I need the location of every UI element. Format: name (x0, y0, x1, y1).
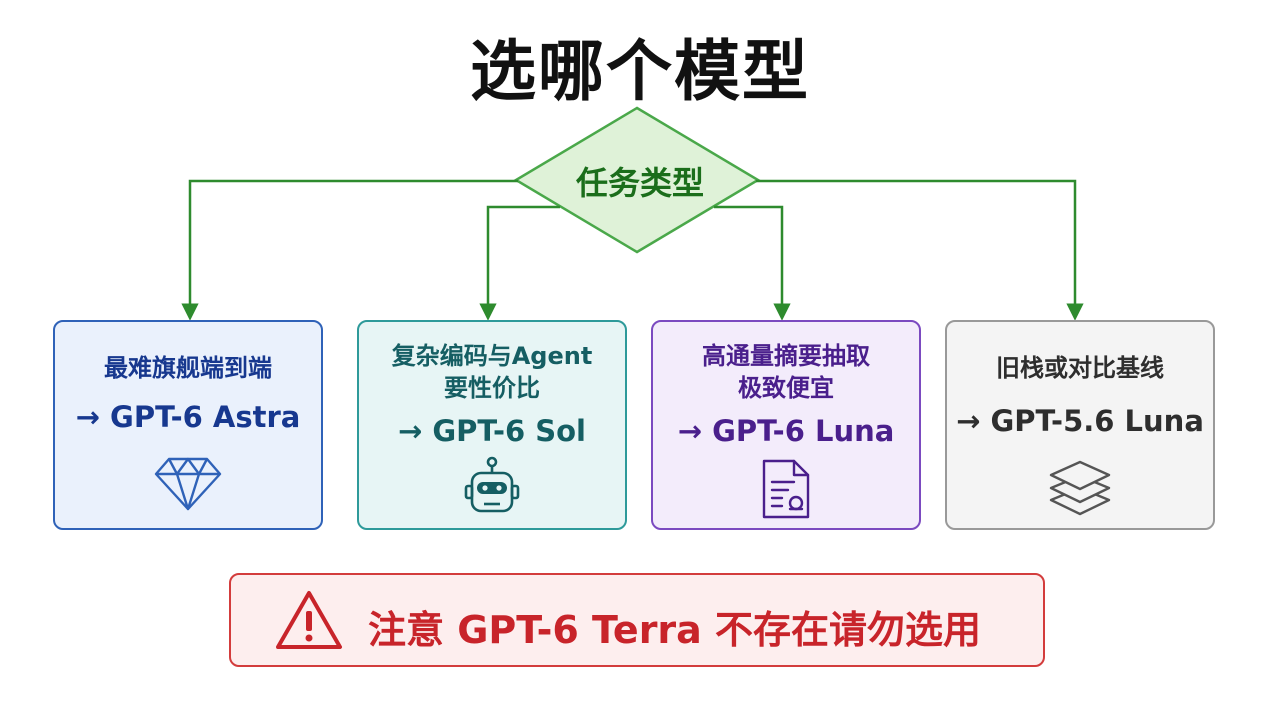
card-legacy: 旧栈或对比基线 → GPT-5.6 Luna (945, 320, 1215, 530)
card-sol-line-2: 要性价比 (444, 374, 540, 402)
card-sol: 复杂编码与Agent 要性价比 → GPT-6 Sol (357, 320, 627, 530)
card-luna-line-1: 高通量摘要抽取 (702, 342, 870, 370)
document-icon (758, 458, 814, 524)
card-astra-line-1: 最难旗舰端到端 (104, 354, 272, 382)
robot-icon (462, 456, 522, 522)
card-sol-model: → GPT-6 Sol (397, 414, 587, 448)
card-luna-line-2: 极致便宜 (738, 374, 834, 402)
connector-astra (181, 179, 518, 321)
diamond-icon (153, 456, 223, 516)
card-astra: 最难旗舰端到端 → GPT-6 Astra (53, 320, 323, 530)
card-astra-model: → GPT-6 Astra (75, 400, 301, 434)
decision-label: 任务类型 (575, 164, 704, 202)
decision-diamond (513, 106, 761, 254)
diagram-title: 选哪个模型 (470, 33, 810, 110)
card-luna: 高通量摘要抽取 极致便宜 → GPT-6 Luna (651, 320, 921, 530)
card-sol-line-1: 复杂编码与Agent (391, 342, 593, 370)
card-legacy-line-1: 旧栈或对比基线 (996, 354, 1164, 382)
warning-banner: 注意 GPT-6 Terra 不存在请勿选用 (229, 573, 1045, 667)
connector-luna (714, 205, 791, 321)
connector-legacy (756, 179, 1084, 321)
connector-sol (479, 205, 560, 321)
layers-icon (1047, 458, 1113, 524)
card-legacy-model: → GPT-5.6 Luna (956, 404, 1204, 438)
warning-text: 注意 GPT-6 Terra 不存在请勿选用 (368, 608, 982, 652)
warning-icon (275, 589, 343, 655)
card-luna-model: → GPT-6 Luna (677, 414, 895, 448)
